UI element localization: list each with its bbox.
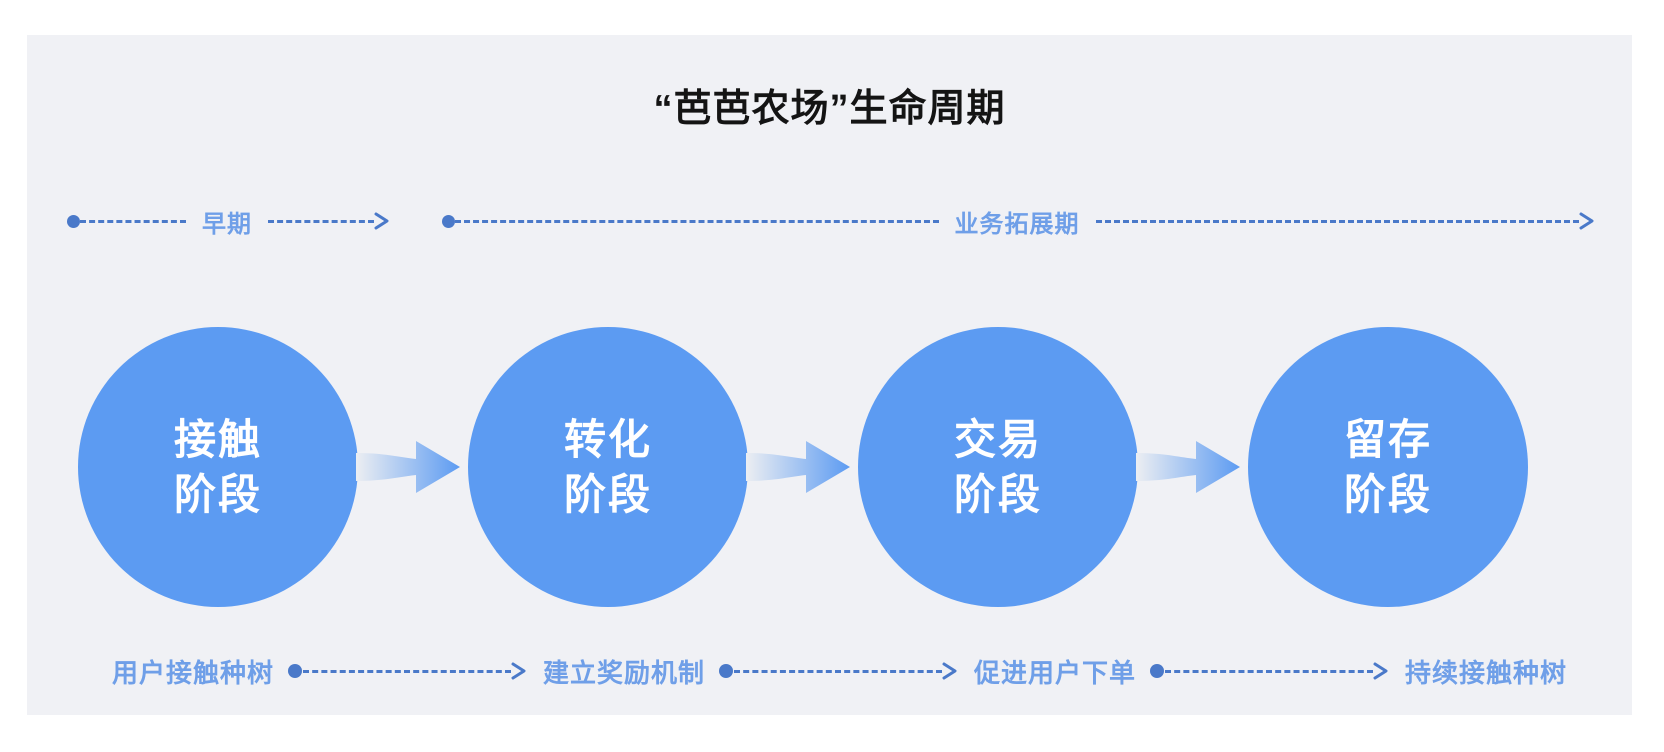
stage-circle-contact[interactable]: 接触 阶段	[78, 327, 358, 607]
timeline-dashed-line	[1095, 219, 1579, 223]
step-label-contact-tree: 用户接触种树	[112, 657, 275, 688]
stage-label-line2: 阶段	[563, 471, 652, 518]
step-connector	[1136, 660, 1405, 682]
timeline-dot-icon	[67, 214, 80, 228]
step-dashed-line	[734, 669, 942, 673]
gradient-right-arrow-icon	[744, 431, 852, 503]
phase-label-expansion: 业务拓展期	[954, 210, 1080, 238]
stage-circle-conversion[interactable]: 转化 阶段	[468, 327, 748, 607]
stage-label-line1: 交易	[953, 415, 1042, 463]
stage-label-line2: 阶段	[953, 471, 1042, 518]
chevron-right-arrow-icon	[509, 660, 529, 682]
chevron-right-arrow-icon	[940, 660, 960, 682]
step-dot-icon	[288, 664, 303, 678]
step-dot-icon	[719, 664, 734, 678]
stage-label-line2: 阶段	[173, 471, 262, 518]
page-title: “芭芭农场”生命周期	[653, 88, 1006, 130]
step-label-reward-mechanism: 建立奖励机制	[543, 657, 706, 688]
step-dot-icon	[1150, 664, 1165, 678]
stage-label-line1: 接触	[173, 415, 262, 463]
step-connector	[705, 660, 974, 682]
chevron-right-arrow-icon	[1577, 210, 1597, 232]
step-flow-row: 用户接触种树 建立奖励机制 促进用户下单	[112, 643, 1567, 699]
stage-label-line2: 阶段	[1343, 471, 1432, 518]
step-dashed-line	[303, 669, 511, 673]
timeline-dot-icon	[442, 214, 455, 228]
step-label-promote-order: 促进用户下单	[974, 657, 1137, 688]
step-dashed-line	[1165, 669, 1373, 673]
timeline-dashed-line	[80, 219, 186, 223]
stage-circle-retention[interactable]: 留存 阶段	[1248, 327, 1528, 607]
step-connector	[274, 660, 543, 682]
timeline-dashed-line	[455, 219, 939, 223]
step-label-continuous-contact: 持续接触种树	[1405, 657, 1568, 688]
phase-timeline-early: 早期	[67, 193, 392, 249]
lifecycle-panel: “芭芭农场”生命周期 早期 业务拓展期	[27, 35, 1632, 715]
stage-circle-transaction[interactable]: 交易 阶段	[858, 327, 1138, 607]
gradient-right-arrow-icon	[354, 431, 462, 503]
chevron-right-arrow-icon	[372, 210, 392, 232]
timeline-dashed-line	[268, 219, 374, 223]
phase-timeline-expansion: 业务拓展期	[442, 193, 1597, 249]
chevron-right-arrow-icon	[1371, 660, 1391, 682]
gradient-right-arrow-icon	[1134, 431, 1242, 503]
phase-label-early: 早期	[202, 210, 252, 238]
stage-label-line1: 转化	[563, 415, 652, 463]
stage-label-line1: 留存	[1343, 415, 1432, 463]
